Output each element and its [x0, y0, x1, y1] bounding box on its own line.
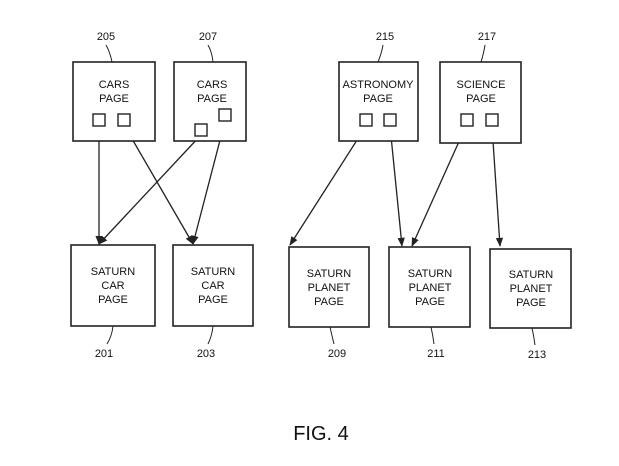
astronomy-page-215: ASTRONOMY PAGE 215 [338, 31, 419, 142]
saturn-planet-page-211-line-1: SATURN [408, 268, 452, 280]
saturn-planet-page-211-line-3: PAGE [415, 296, 445, 308]
link-205-to-203 [123, 124, 194, 245]
saturn-planet-page-209: SATURN PLANET PAGE 209 [288, 246, 370, 360]
ref-213: 213 [528, 349, 546, 361]
saturn-planet-page-213-line-3: PAGE [516, 297, 546, 309]
ref-215: 215 [376, 31, 394, 43]
link-217-to-211 [411, 125, 467, 247]
saturn-car-page-203-line-3: PAGE [198, 294, 228, 306]
saturn-planet-page-209-line-1: SATURN [307, 268, 351, 280]
ref-215-leader [377, 44, 384, 63]
link-215-to-211 [389, 125, 405, 247]
ref-217-leader [480, 44, 486, 63]
astronomy-page-215-line-1: ASTRONOMY [343, 79, 415, 91]
saturn-car-page-203: SATURN CAR PAGE 203 [172, 244, 254, 360]
science-page-217-link-port-1 [460, 113, 474, 127]
ref-203-leader [207, 325, 214, 345]
ref-211: 211 [427, 348, 445, 360]
ref-205-leader [105, 44, 113, 63]
cars-page-205-line-1: CARS [99, 79, 130, 91]
saturn-planet-page-211-box [388, 246, 471, 328]
cars-page-207-link-port-1 [194, 123, 208, 137]
link-207-to-201 [98, 135, 201, 245]
ref-209-leader [329, 326, 335, 345]
saturn-car-page-203-line-1: SATURN [191, 266, 235, 278]
saturn-car-page-203-box [172, 244, 254, 327]
astronomy-page-215-link-port-2 [383, 113, 397, 127]
ref-207: 207 [199, 31, 217, 43]
saturn-car-page-203-line-2: CAR [201, 280, 224, 292]
ref-201-leader [106, 325, 114, 345]
saturn-car-page-201-line-3: PAGE [98, 294, 128, 306]
cars-page-205-box [72, 61, 156, 142]
astronomy-page-215-line-2: PAGE [363, 93, 393, 105]
cars-page-207: CARS PAGE 207 [173, 31, 247, 142]
ref-211-leader [430, 326, 435, 345]
science-page-217-line-1: SCIENCE [457, 79, 506, 91]
science-page-217-link-port-2 [485, 113, 499, 127]
ref-205: 205 [97, 31, 115, 43]
saturn-planet-page-213: SATURN PLANET PAGE 213 [489, 248, 572, 361]
saturn-planet-page-213-line-2: PLANET [510, 283, 553, 295]
astronomy-page-215-link-port-1 [359, 113, 373, 127]
link-215-to-209 [289, 125, 367, 246]
cars-page-207-line-1: CARS [197, 79, 228, 91]
cars-page-205: CARS PAGE 205 [72, 31, 156, 142]
ref-203: 203 [197, 348, 215, 360]
astronomy-page-215-box [338, 61, 419, 142]
cars-page-207-box [173, 61, 247, 142]
cars-page-207-line-2: PAGE [197, 93, 227, 105]
science-page-217-line-2: PAGE [466, 93, 496, 105]
saturn-planet-page-213-line-1: SATURN [509, 269, 553, 281]
saturn-planet-page-209-line-3: PAGE [314, 296, 344, 308]
cars-page-205-line-2: PAGE [99, 93, 129, 105]
saturn-planet-page-211: SATURN PLANET PAGE 211 [388, 246, 471, 360]
ref-209: 209 [328, 348, 346, 360]
figure-caption: FIG. 4 [293, 423, 349, 445]
saturn-planet-page-209-box [288, 246, 370, 328]
saturn-planet-page-211-line-2: PLANET [409, 282, 452, 294]
saturn-planet-page-209-line-2: PLANET [308, 282, 351, 294]
cars-page-207-link-port-2 [218, 108, 232, 122]
saturn-planet-page-213-box [489, 248, 572, 329]
cars-page-205-link-port-1 [92, 113, 106, 127]
ref-207-leader [207, 44, 214, 63]
ref-213-leader [531, 327, 536, 346]
link-217-to-213 [491, 125, 504, 247]
cars-page-205-link-port-2 [117, 113, 131, 127]
saturn-car-page-201: SATURN CAR PAGE 201 [70, 244, 156, 360]
science-page-217: SCIENCE PAGE 217 [439, 31, 522, 144]
ref-217: 217 [478, 31, 496, 43]
saturn-car-page-201-box [70, 244, 156, 327]
saturn-car-page-201-line-1: SATURN [91, 266, 135, 278]
saturn-car-page-201-line-2: CAR [101, 280, 124, 292]
ref-201: 201 [95, 348, 113, 360]
science-page-217-box [439, 61, 522, 144]
